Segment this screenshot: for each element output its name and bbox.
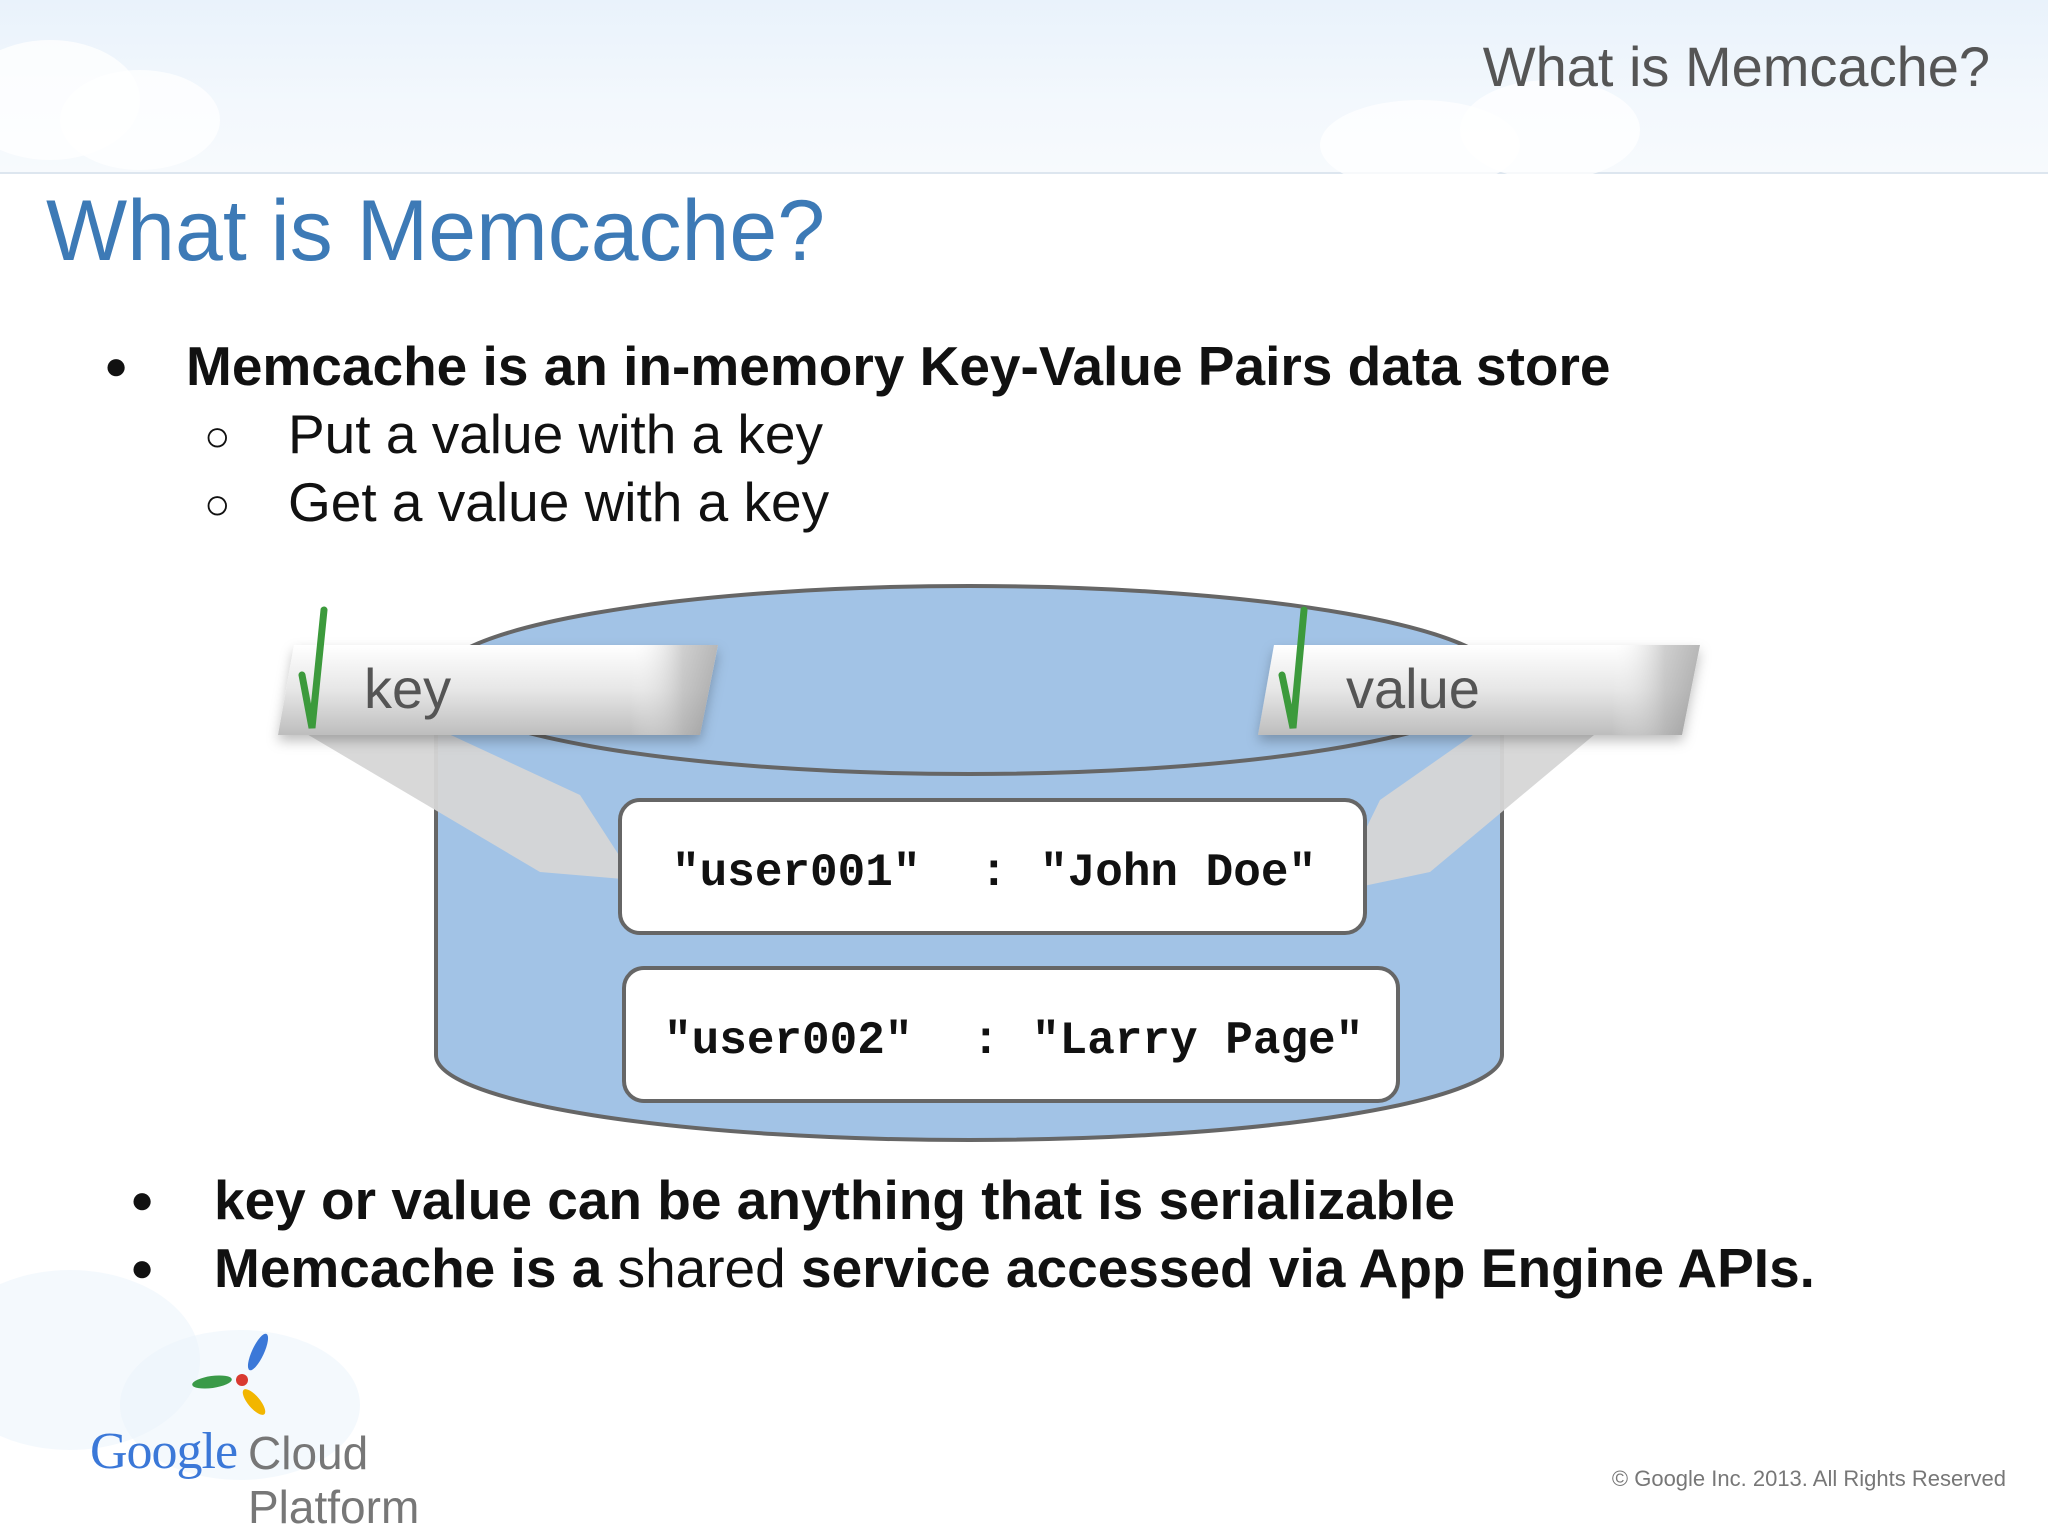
entry-key: "user001" (672, 847, 920, 899)
bullet-text: Memcache is an in-memory Key-Value Pairs… (186, 335, 1611, 397)
bullet-text: Memcache is a shared service accessed vi… (214, 1236, 1815, 1300)
bullet-circle-icon: ○ (204, 412, 231, 461)
copyright-text: © Google Inc. 2013. All Rights Reserved (1611, 1466, 2006, 1491)
logo-google-text: Google (90, 1422, 238, 1481)
entry-value: "John Doe" (1040, 847, 1316, 899)
cloud-decoration (60, 70, 220, 170)
value-tag (1258, 645, 1700, 735)
bullet-dot-icon: ● (130, 1178, 155, 1222)
entry-value: "Larry Page" (1032, 1015, 1363, 1067)
bullet-dot-icon: ● (104, 344, 129, 388)
bullet-text-bold-part: service accessed via App Engine APIs. (801, 1237, 1815, 1299)
cloud-decoration (1460, 80, 1640, 180)
logo-google-word: Google (90, 1423, 238, 1480)
sub-bullet-text: Get a value with a key (288, 471, 830, 533)
cloud-platform-icon (192, 1333, 269, 1415)
key-tag (278, 645, 718, 735)
key-callout-pointer (300, 730, 635, 880)
bullet-text-bold-part: Memcache is a (214, 1237, 603, 1299)
entry-box (618, 798, 1367, 935)
entry-key: "user002" (664, 1015, 912, 1067)
check-icon (298, 606, 328, 729)
header-band (0, 0, 2048, 190)
check-icon (1278, 606, 1308, 729)
entry-separator: : (980, 847, 1008, 899)
page-title: What is Memcache? (46, 183, 826, 279)
value-callout-pointer (1335, 730, 1600, 892)
cloud-decoration (120, 1330, 360, 1480)
key-tag-label: key (364, 657, 451, 720)
entry-separator: : (972, 1015, 1000, 1067)
entry-box (622, 966, 1400, 1103)
bullet-text-plain-part: shared (617, 1237, 786, 1299)
logo-cloud-platform-text: Cloud Platform (248, 1427, 420, 1533)
bullet-circle-icon: ○ (204, 480, 231, 529)
sub-bullet-text: Put a value with a key (288, 403, 824, 465)
value-tag-label: value (1346, 657, 1480, 720)
bullet-text: key or value can be anything that is ser… (214, 1169, 1456, 1231)
google-cloud-platform-logo: Google Cloud Platform (90, 1330, 550, 1533)
corner-title: What is Memcache? (1482, 35, 1990, 98)
